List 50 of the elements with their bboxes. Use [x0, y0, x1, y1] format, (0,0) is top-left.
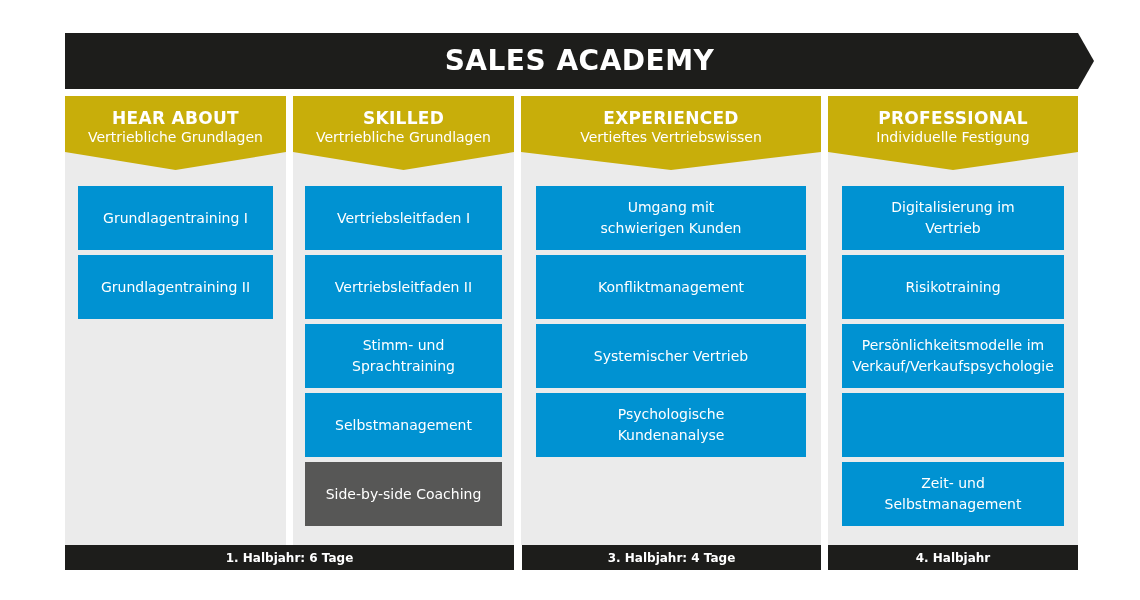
course-box: [842, 255, 1064, 319]
level-column: [293, 96, 514, 545]
title: SALES ACADEMY: [444, 43, 715, 79]
level-heading: PROFESSIONAL: [878, 108, 1028, 128]
level-heading: SKILLED: [362, 108, 445, 128]
course-box: [842, 393, 1064, 457]
course-box: [536, 255, 806, 319]
duration-bar: [828, 545, 1078, 570]
course-label: Grundlagentraining II: [101, 277, 250, 297]
course-label: Selbstmanagement: [335, 415, 472, 435]
course-box: [536, 324, 806, 388]
course-label: Zeit- und Selbstmanagement: [883, 474, 1023, 514]
course-box: [305, 393, 502, 457]
course-label: Side-by-side Coaching: [325, 484, 482, 504]
course-label: Psychologische Kundenanalyse: [616, 405, 726, 445]
level-subheading: Vertriebliche Grundlagen: [316, 128, 491, 146]
course-label: Grundlagentraining I: [103, 208, 248, 228]
course-box: [536, 186, 806, 250]
level-heading: HEAR ABOUT: [112, 108, 239, 128]
course-label: Vertriebsleitfaden I: [336, 208, 471, 228]
level-heading: EXPERIENCED: [603, 108, 739, 128]
course-label: Digitalisierung im Vertrieb: [890, 198, 1016, 238]
course-box: [78, 255, 273, 319]
duration-label: 3. Halbjahr: 4 Tage: [607, 549, 736, 567]
course-box: [305, 324, 502, 388]
coaching-box: [305, 462, 502, 526]
course-label: Persönlichkeitsmodelle im Verkauf/Verkaufspsychologie: [851, 336, 1055, 376]
level-subheading: Vertriebliche Grundlagen: [88, 128, 263, 146]
level-column: [65, 96, 286, 545]
level-subheading: Vertieftes Vertriebswissen: [580, 128, 762, 146]
duration-label: 1. Halbjahr: 6 Tage: [225, 549, 354, 567]
course-box: [78, 186, 273, 250]
course-box: [536, 393, 806, 457]
course-label: Systemischer Vertrieb: [593, 346, 749, 366]
level-subheading: Individuelle Festigung: [876, 128, 1030, 146]
course-label: Risikotraining: [905, 277, 1001, 297]
course-box: [842, 324, 1064, 388]
duration-label: 4. Halbjahr: [915, 549, 991, 567]
course-box: [842, 462, 1064, 526]
course-box: [842, 186, 1064, 250]
duration-bar: [522, 545, 821, 570]
course-label: Konfliktmanagement: [598, 277, 744, 297]
level-column: [828, 96, 1078, 545]
course-label: Stimm- und Sprachtraining: [351, 336, 456, 376]
duration-bar: [65, 545, 514, 570]
level-column: [521, 96, 821, 545]
course-label: Vertriebsleitfaden II: [334, 277, 473, 297]
course-label: Umgang mit schwierigen Kunden: [599, 198, 743, 238]
course-box: [305, 186, 502, 250]
course-box: [305, 255, 502, 319]
